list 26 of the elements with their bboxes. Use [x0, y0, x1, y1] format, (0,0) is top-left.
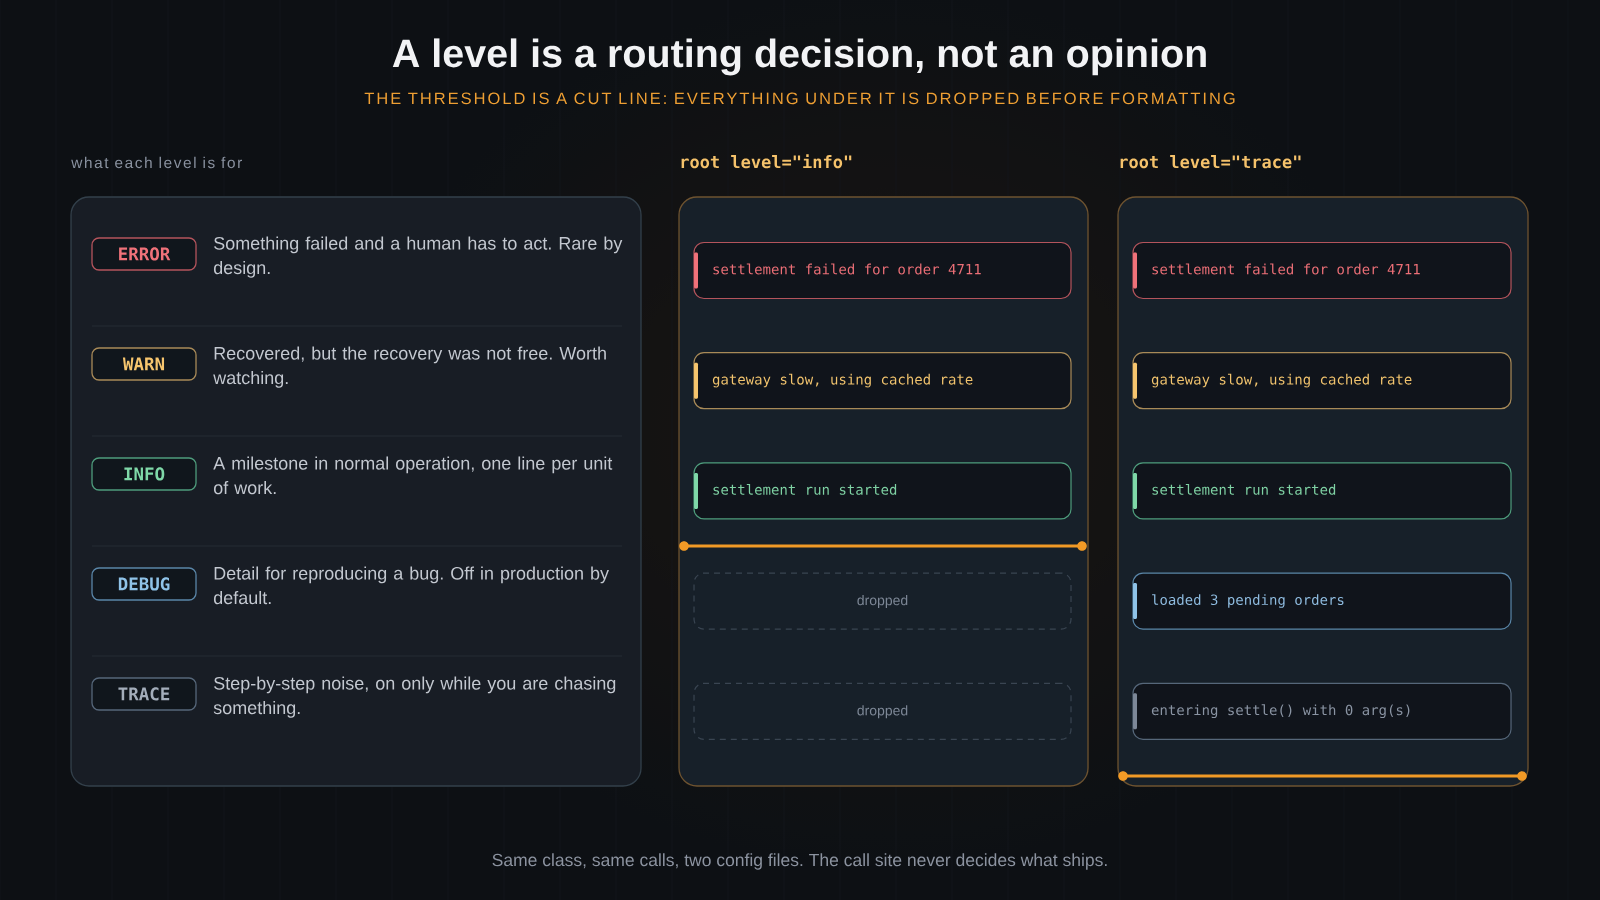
- log-row: gateway slow, using cached rate: [693, 352, 1072, 410]
- code-heading: root level="trace": [1120, 155, 1301, 169]
- level-badge: INFO: [91, 457, 197, 491]
- log-row: gateway slow, using cached rate: [1132, 352, 1512, 410]
- level-badge: WARN: [91, 347, 197, 381]
- code-heading: root level="info": [681, 154, 852, 169]
- log-row: settlement failed for order 4711: [693, 241, 1072, 300]
- description-text: Step-by-step noise, on only while you are chasing something.: [213, 676, 616, 718]
- column-heading: what each level is for: [71, 156, 242, 169]
- log-row: settlement failed for order 4711: [1132, 241, 1512, 300]
- log-row: loaded 3 pending orders: [1132, 572, 1512, 630]
- caption: Same class, same calls, two config files. The call site never decides what ships.: [492, 853, 1107, 870]
- log-row: entering settle() with 0 arg(s): [1132, 682, 1512, 740]
- log-row: settlement run started: [1132, 462, 1512, 520]
- dropped-row: dropped: [693, 572, 1072, 630]
- description-text: A milestone in normal operation, one line per unit of work.: [213, 456, 613, 495]
- level-badge: ERROR: [91, 237, 197, 271]
- level-badge: TRACE: [91, 677, 197, 711]
- log-row: settlement run started: [693, 462, 1072, 520]
- title: A level is a routing decision, not an opinion: [392, 38, 1206, 76]
- description-text: Detail for reproducing a bug. Off in production by default.: [213, 566, 609, 605]
- description-text: Recovered, but the recovery was not free. Worth watching.: [213, 346, 606, 388]
- dropped-row: dropped: [693, 682, 1072, 740]
- description-text: Something failed and a human has to act. Rare by design.: [213, 236, 623, 278]
- level-badge: DEBUG: [91, 567, 197, 601]
- subtitle: THE THRESHOLD IS A CUT LINE: EVERYTHING UNDER IT IS DROPPED BEFORE FORMATTING: [364, 92, 1235, 105]
